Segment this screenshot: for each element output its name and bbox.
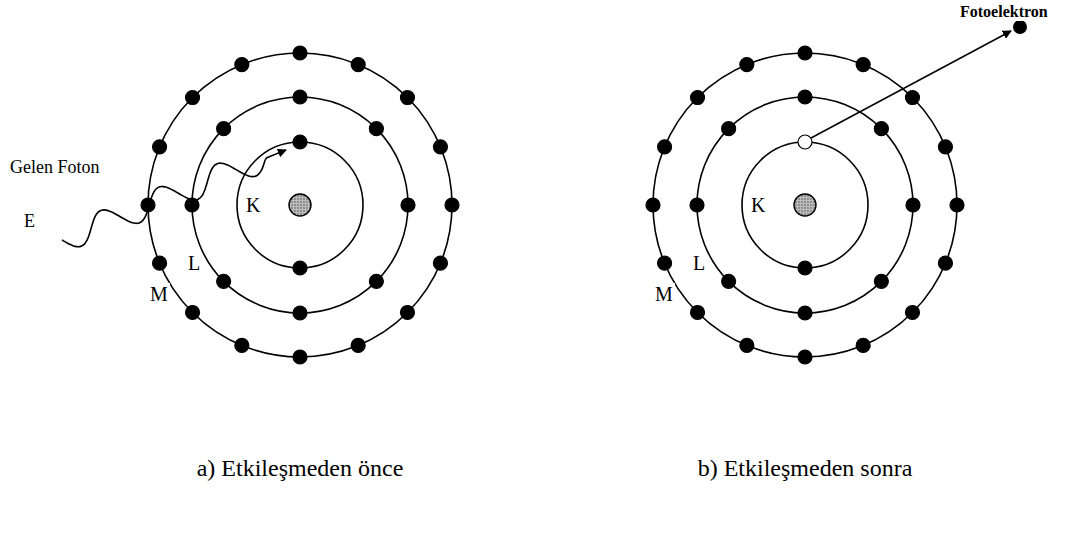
photoelectron [1013, 20, 1027, 34]
electron [658, 256, 672, 270]
electron-shell [237, 142, 363, 268]
electron [691, 91, 705, 105]
electron [740, 338, 754, 352]
shell-label: M [148, 283, 170, 305]
electron [369, 274, 383, 288]
caption-text: a) Etkileşmeden önce [195, 455, 406, 481]
electron [646, 198, 660, 212]
electron [433, 256, 447, 270]
electron [938, 140, 952, 154]
electron [400, 305, 414, 319]
electron [690, 198, 704, 212]
electron [217, 122, 231, 136]
electron [856, 58, 870, 72]
electron [293, 261, 307, 275]
electron-vacancy [798, 135, 812, 149]
nucleus [794, 194, 816, 216]
electron [293, 306, 307, 320]
electron [235, 58, 249, 72]
electron [658, 140, 672, 154]
electron [369, 122, 383, 136]
photoelectron-track [811, 31, 1011, 138]
electron [740, 58, 754, 72]
electron [401, 198, 415, 212]
particle-label: Fotoelektron [958, 3, 1050, 21]
electron-shell [742, 142, 868, 268]
electron [433, 140, 447, 154]
electron [950, 198, 964, 212]
electron [351, 58, 365, 72]
electron [445, 198, 459, 212]
electron [293, 46, 307, 60]
electron [153, 140, 167, 154]
electron [905, 91, 919, 105]
electron [798, 306, 812, 320]
atom [141, 46, 459, 364]
electron [906, 198, 920, 212]
caption-text: b) Etkileşmeden sonra [696, 455, 915, 481]
nucleus [289, 194, 311, 216]
atom [646, 46, 964, 364]
electron [293, 350, 307, 364]
electron [874, 274, 888, 288]
electron [938, 256, 952, 270]
shell-label: L [186, 252, 202, 274]
electron [351, 338, 365, 352]
electron [691, 305, 705, 319]
photon-label: Gelen Foton [8, 158, 102, 178]
energy-symbol: E [22, 212, 37, 232]
electron [798, 350, 812, 364]
electron [874, 122, 888, 136]
electron-shell [697, 97, 913, 313]
shell-label: M [653, 283, 675, 305]
electron-shell [653, 53, 957, 357]
electron [722, 274, 736, 288]
electron [153, 256, 167, 270]
electron [722, 122, 736, 136]
electron-shell [192, 97, 408, 313]
electron [905, 305, 919, 319]
shell-label: L [691, 252, 707, 274]
electron [293, 135, 307, 149]
electron [798, 90, 812, 104]
electron-shell [148, 53, 452, 357]
electron [186, 91, 200, 105]
electron [293, 90, 307, 104]
electron [856, 338, 870, 352]
electron [400, 91, 414, 105]
shell-label: K [244, 194, 262, 216]
shell-label: K [749, 194, 767, 216]
electron [217, 274, 231, 288]
electron [798, 46, 812, 60]
electron [186, 305, 200, 319]
electron [798, 261, 812, 275]
electron [235, 338, 249, 352]
